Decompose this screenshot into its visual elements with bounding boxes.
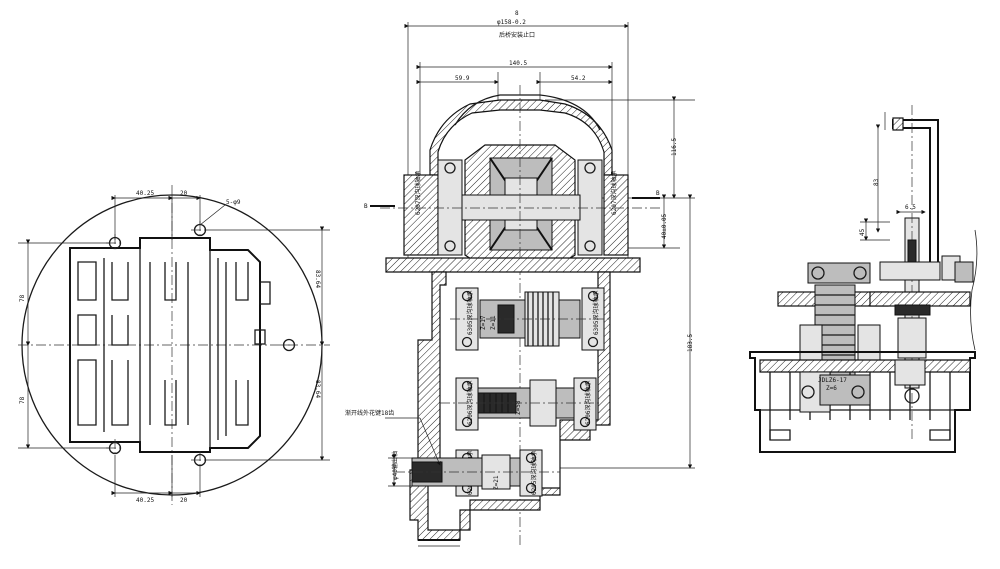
- base-housing: [749, 351, 976, 453]
- mounting-flange: [385, 257, 641, 273]
- axle-shaft: [461, 194, 581, 221]
- bearing-top-left: [437, 159, 463, 256]
- dim-hole-note: 5-φ9: [226, 199, 241, 206]
- section-mark-right: B: [656, 190, 660, 197]
- dim-bottom-left: 40.25: [136, 497, 154, 504]
- intermediate-gear: [450, 291, 610, 347]
- dim-left-upper: 78: [19, 294, 26, 302]
- bearing-label: 6206深沟球轴承: [466, 381, 474, 425]
- part-label: JDLZ6-17: [818, 377, 847, 384]
- bearing-label: 6305深沟球轴承: [592, 291, 600, 335]
- gear-case: [409, 271, 611, 541]
- output-shaft: [395, 454, 560, 490]
- dim-left-offset: 59.9: [455, 75, 470, 82]
- shaft-note: φ40输出轴: [391, 451, 399, 480]
- section-mark-left: B: [364, 203, 368, 210]
- dim-center-span: 140.5: [509, 60, 527, 67]
- bearing-housing-left: [403, 174, 439, 256]
- housing-boss: [259, 281, 271, 305]
- gear-label: Z=11: [490, 315, 497, 330]
- bearing-label: 6305深沟球轴承: [466, 291, 474, 335]
- dim-right-offset: 54.2: [571, 75, 586, 82]
- dim-right-lower: 83.64: [314, 380, 321, 398]
- dim-right-total: 183.5: [687, 334, 694, 352]
- bearing-top-right: [577, 159, 603, 256]
- bearing-label: 6207深沟球轴承: [414, 171, 422, 215]
- dim-diameter-note: 后桥安装止口: [499, 31, 535, 39]
- dim-diameter: φ158-0.2: [497, 19, 526, 26]
- bearing-low-left: [455, 377, 479, 431]
- dim-top-left: 40.25: [136, 190, 154, 197]
- part-sub: Z=6: [826, 385, 837, 392]
- bearing-out-right: [519, 449, 543, 497]
- dim-overall-top: 8: [515, 10, 519, 17]
- gear-label: Z=21: [493, 475, 500, 490]
- dim-top-right: 20: [180, 190, 188, 197]
- dim-small: 6.5: [905, 204, 916, 211]
- callout-spline: 渐开线外花键18齿: [345, 409, 394, 417]
- upper-gear-row: [807, 255, 974, 284]
- section-view: 8 φ158-0.2 后桥安装止口 140.5 59.9 54.2 116.5 …: [345, 10, 695, 547]
- lower-bearing-row: [799, 359, 926, 413]
- bearing-housing-right: [603, 174, 629, 256]
- bearing-label: 6207深沟球轴承: [610, 171, 618, 215]
- dim-left: 45: [859, 228, 866, 236]
- dim-left-lower: 78: [19, 396, 26, 404]
- dim-right-upper: 83.64: [314, 270, 321, 288]
- gear-label: Z=17: [480, 315, 487, 330]
- bearing-label: 6205深沟球轴承: [530, 451, 538, 495]
- housing-body: [69, 237, 261, 453]
- dim-vertical: 83: [873, 178, 880, 186]
- bearing-low-right: [573, 377, 597, 431]
- dim-right-small: 40±0.05: [661, 213, 668, 239]
- front-view: 40.25 20 5-φ9 40.25 20 78 78 83.64 83.64: [18, 185, 330, 505]
- gear-label: Z=58: [515, 400, 522, 415]
- dim-bottom-right: 20: [180, 497, 188, 504]
- lower-gear: [440, 379, 600, 427]
- dim-right-height: 116.5: [671, 138, 678, 156]
- side-view: 83 6.5 45: [749, 105, 978, 453]
